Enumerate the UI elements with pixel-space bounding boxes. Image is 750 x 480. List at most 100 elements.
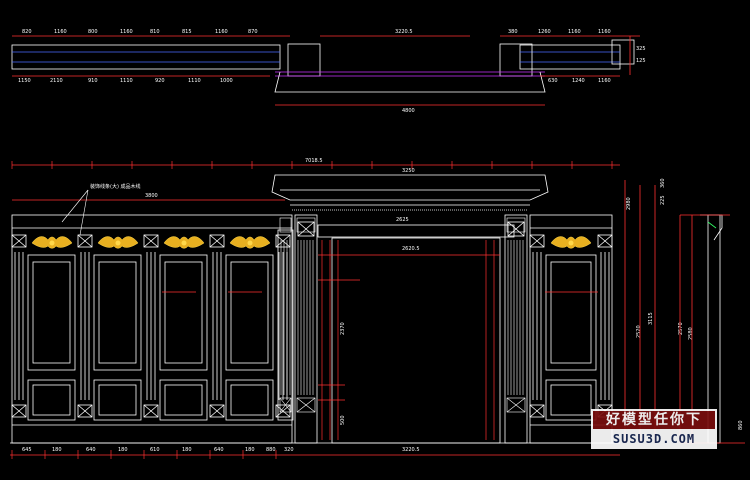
plan-right-wall-band xyxy=(519,44,621,70)
plan-side-detail xyxy=(611,39,635,65)
elev-dim-bottom-10: 320 xyxy=(284,447,294,453)
side-green-accent xyxy=(707,221,717,229)
opening-x-block xyxy=(297,221,315,237)
pilaster-capital xyxy=(279,217,292,233)
ornament-center xyxy=(247,240,253,246)
stile-x xyxy=(597,234,613,248)
elev-dim-right-v1: 2980 xyxy=(626,197,632,210)
red-dimension-lines xyxy=(11,161,613,459)
watermark-brand: 好模型任你下 xyxy=(593,411,715,429)
plan-dim-bottom-3: 910 xyxy=(88,78,98,84)
wall-panel-outer xyxy=(159,254,208,371)
stile-block-bottom xyxy=(275,404,291,418)
elev-dim-side-v3: 860 xyxy=(738,420,744,430)
stile-x xyxy=(275,234,291,248)
elev-dim-side-v1: 2570 xyxy=(678,322,684,335)
plan-dim-top-7: 1160 xyxy=(215,29,228,35)
elev-dim-opening-mid: 2620.5 xyxy=(402,246,420,252)
plan-dim-top-8: 870 xyxy=(248,29,258,35)
elev-dim-right-v3: 3115 xyxy=(648,312,654,325)
plan-dim-top-5: 810 xyxy=(150,29,160,35)
stile-block-top xyxy=(11,234,27,248)
elev-dim-bottom-2: 180 xyxy=(52,447,62,453)
stile-block-top xyxy=(209,234,225,248)
elev-dim-right-v2: 2520 xyxy=(636,325,642,338)
elev-door-opening xyxy=(331,237,501,444)
wall-panel-outer xyxy=(545,254,597,371)
plan-dim-bottom-1: 1150 xyxy=(18,78,31,84)
elev-dim-bottom-1: 645 xyxy=(22,447,32,453)
elev-dim-cornice: 3250 xyxy=(402,168,415,174)
elev-inner-left-pilaster xyxy=(277,229,294,421)
gold-ornament xyxy=(229,236,271,249)
note-leader-line xyxy=(61,189,89,223)
plan-left-wall-band xyxy=(11,44,281,70)
plan-dim-bottom-right-1: 630 xyxy=(548,78,558,84)
plan-dim-top-6: 815 xyxy=(182,29,192,35)
stile-block-bottom xyxy=(529,404,545,418)
plan-dim-bottom-right-3: 1160 xyxy=(598,78,611,84)
watermark-site: SUSU3D.COM xyxy=(612,432,696,446)
stile-x xyxy=(143,404,159,418)
elev-dim-right-v4: 360 xyxy=(660,178,666,188)
side-section-view xyxy=(624,180,745,444)
plan-dim-bottom-4: 1110 xyxy=(120,78,133,84)
wall-panel-inner xyxy=(550,261,592,364)
stile-block-top xyxy=(597,234,613,248)
ornament-center xyxy=(49,240,55,246)
wall-lower-panel-inner xyxy=(98,384,137,416)
note-label: 装饰线条(大) 成品木线 xyxy=(90,183,141,190)
watermark: 好模型任你下 SUSU3D.COM xyxy=(591,409,717,449)
ornament-center xyxy=(181,240,187,246)
wall-lower-panel xyxy=(225,379,274,421)
elev-dim-total: 7018.5 xyxy=(305,158,323,164)
pilaster-base-cross xyxy=(506,397,526,413)
wall-lower-panel-inner xyxy=(230,384,269,416)
elev-dim-bottom-4: 180 xyxy=(118,447,128,453)
plan-left-pilaster xyxy=(287,43,321,77)
elev-dim-bottom-5: 610 xyxy=(150,447,160,453)
plan-dim-bottom-6: 1110 xyxy=(188,78,201,84)
plan-dim-side-a: 325 xyxy=(636,46,646,52)
elev-dim-bottom-6: 180 xyxy=(182,447,192,453)
pilaster-base-block xyxy=(296,397,316,413)
elev-dim-inner-v2: 500 xyxy=(340,415,346,425)
plan-dim-bottom-right-2: 1240 xyxy=(572,78,585,84)
plan-cornice-outline xyxy=(274,71,546,93)
plan-dim-top-right-3: 1160 xyxy=(568,29,581,35)
plan-view xyxy=(11,35,640,106)
stile-block-bottom xyxy=(209,404,225,418)
plan-dim-top-4: 1160 xyxy=(120,29,133,35)
stile-x xyxy=(11,404,27,418)
plan-dim-top-right-1: 380 xyxy=(508,29,518,35)
pilaster-capital xyxy=(296,217,316,233)
wall-panels xyxy=(11,221,613,421)
stile-block-top xyxy=(529,234,545,248)
elev-dim-bottom-8: 180 xyxy=(245,447,255,453)
plan-dim-overall: 4800 xyxy=(402,108,415,114)
pilaster-capital xyxy=(506,217,526,233)
plan-dim-top-2: 1160 xyxy=(54,29,67,35)
elev-dim-right-v5: 225 xyxy=(660,195,666,205)
gold-ornament xyxy=(97,236,139,249)
side-section-cornice xyxy=(700,214,723,241)
pilaster-base-block xyxy=(506,397,526,413)
wall-lower-panel-inner xyxy=(550,384,592,416)
plan-dim-top-3: 800 xyxy=(88,29,98,35)
elev-dim-bottom-center: 3220.5 xyxy=(402,447,420,453)
stile-x xyxy=(275,404,291,418)
wall-panel-inner xyxy=(32,261,71,364)
plan-dim-center: 3220.5 xyxy=(395,29,413,35)
elevation-view xyxy=(11,164,620,444)
plan-right-pilaster xyxy=(499,43,533,77)
elev-opening-frame xyxy=(317,224,515,238)
ornament-center xyxy=(115,240,121,246)
elev-cornice xyxy=(271,174,549,201)
wall-lower-panel-inner xyxy=(164,384,203,416)
stile-x xyxy=(11,234,27,248)
plan-dim-top-right-2: 1260 xyxy=(538,29,551,35)
wall-panel-outer xyxy=(225,254,274,371)
stile-block-top xyxy=(77,234,93,248)
stile-x xyxy=(77,404,93,418)
